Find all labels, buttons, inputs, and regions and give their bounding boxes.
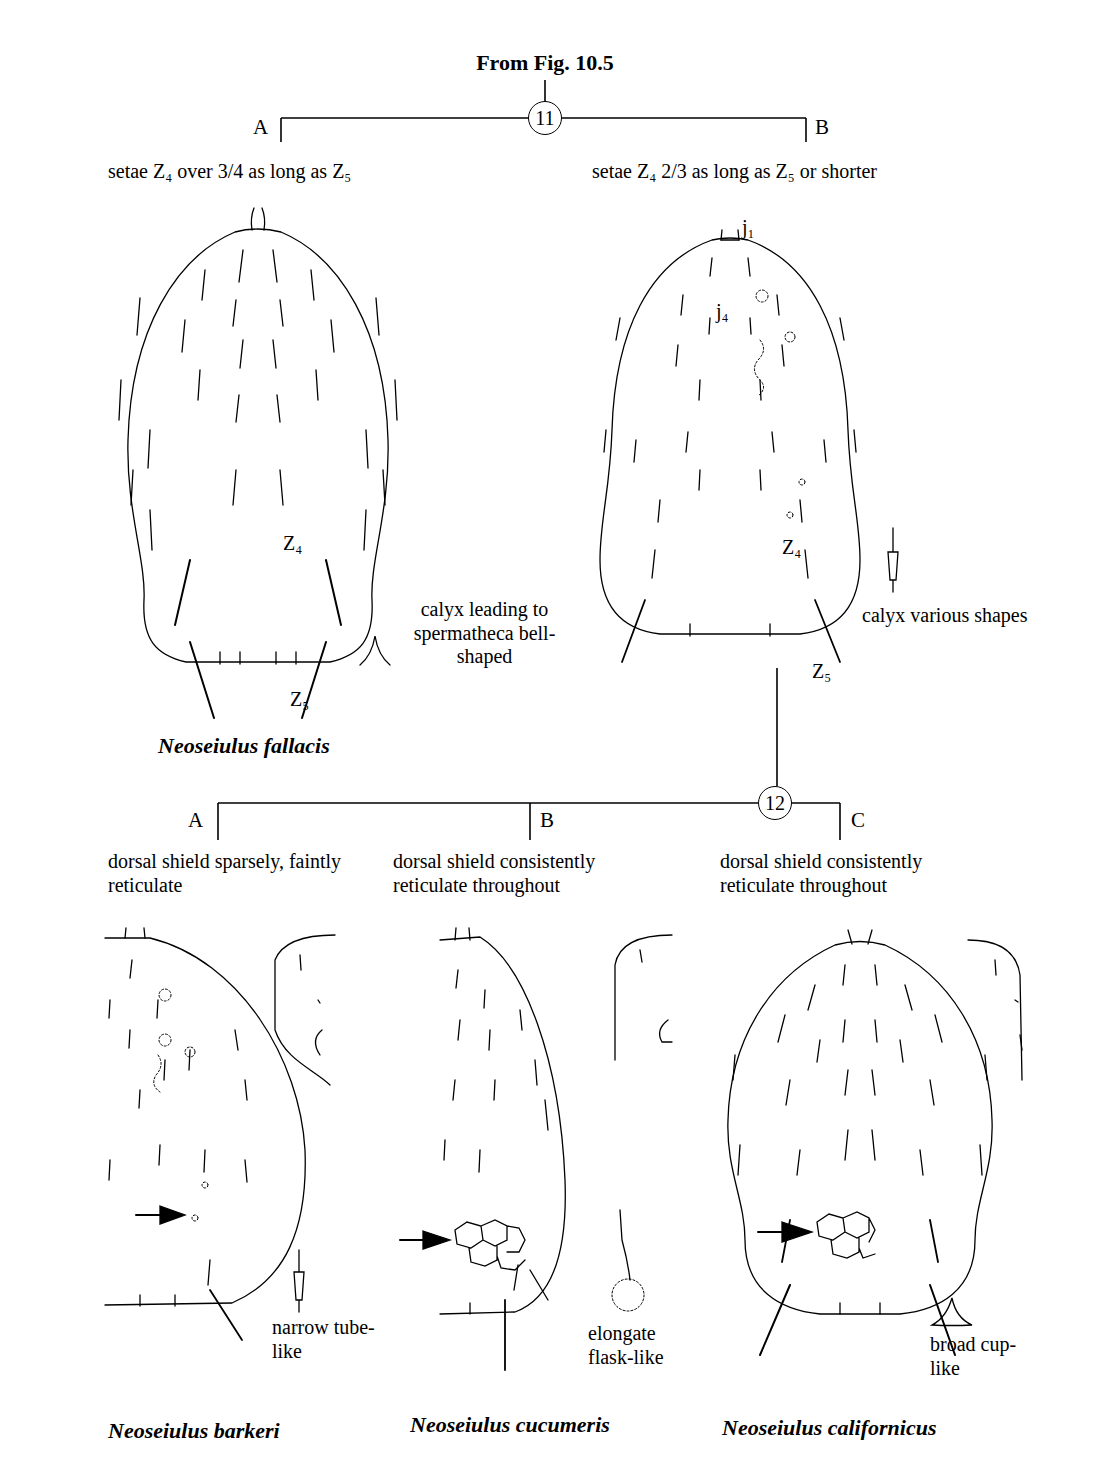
couplet-letter: C [851,808,865,833]
seta-label: Z₄ [283,532,302,556]
seta-label: j₁ [742,216,755,240]
couplet-text: dorsal shield consistently reticulate th… [393,850,673,897]
couplet-letter: A [253,115,268,140]
couplet-circle: 11 [528,101,562,135]
calyx-note: calyx leading to spermatheca bell-shaped [402,598,567,669]
species-name: Neoseiulus californicus [722,1415,937,1441]
couplet-letter: A [188,808,203,833]
calyx-note: narrow tube-like [272,1316,384,1363]
couplet-letter: B [540,808,554,833]
couplet-text: dorsal shield sparsely, faintly reticula… [108,850,368,897]
couplet-number: 12 [765,793,785,813]
calyx-note: elongate flask-like [588,1322,706,1369]
couplet-text: setae Z₄ 2/3 as long as Z₅ or shorter [592,160,1012,184]
seta-label: Z₄ [782,536,801,560]
species-name: Neoseiulus cucumeris [410,1412,610,1438]
couplet-text: dorsal shield consistently reticulate th… [720,850,1000,897]
calyx-note: calyx various shapes [862,604,1042,628]
couplet-number: 11 [535,108,554,128]
seta-label: Z₅ [812,660,831,684]
key-title: From Fig. 10.5 [476,50,614,76]
couplet-circle: 12 [758,786,792,820]
seta-label: Z₅ [290,688,309,712]
species-name: Neoseiulus barkeri [108,1418,280,1444]
seta-label: j₄ [716,300,729,324]
species-name: Neoseiulus fallacis [158,733,330,759]
couplet-letter: B [815,115,829,140]
calyx-note: broad cup-like [930,1333,1030,1380]
couplet-text: setae Z₄ over 3/4 as long as Z₅ [108,160,448,184]
